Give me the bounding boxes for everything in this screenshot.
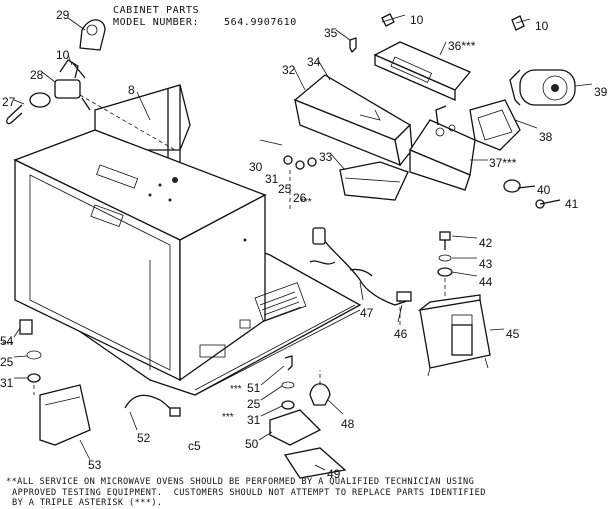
- footnote-line-2: APPROVED TESTING EQUIPMENT. CUSTOMERS SH…: [12, 488, 486, 498]
- part-label-p8: 8: [128, 83, 135, 97]
- part-label-p31b: 31: [0, 376, 14, 390]
- part-label-p37: 37***: [489, 156, 517, 170]
- wire-harness: [309, 227, 412, 325]
- part-label-p54: 54: [0, 334, 14, 348]
- model-number-value: 564.9907610: [224, 17, 297, 28]
- part-label-p40: 40: [537, 183, 551, 197]
- part-label-p51: 51: [247, 381, 261, 395]
- part-label-p36: 36***: [448, 39, 476, 53]
- screw-washer-set: [437, 231, 453, 300]
- asterisk-mark-a: ***: [300, 197, 312, 208]
- part-label-p53: 53: [88, 458, 102, 472]
- base-vent-grid: [259, 291, 302, 321]
- thermostat-part: [503, 179, 561, 209]
- part-label-p31c: 31: [247, 413, 261, 427]
- part-label-p29: 29: [56, 8, 70, 22]
- part-label-p26: 26: [293, 191, 307, 205]
- part-label-p31a: 31: [265, 172, 279, 186]
- part-label-p41: 41: [565, 197, 579, 211]
- air-duct-assembly: [259, 13, 531, 210]
- leader-lines: [13, 17, 593, 471]
- cabinet-body: [13, 84, 362, 396]
- part-label-p52: 52: [137, 431, 151, 445]
- part-label-p34: 34: [307, 55, 321, 69]
- part-label-p48: 48: [341, 417, 355, 431]
- part-label-p32: 32: [282, 63, 296, 77]
- transformer-unit: [417, 294, 491, 377]
- footnote-line-1: **ALL SERVICE ON MICROWAVE OVENS SHOULD …: [6, 477, 475, 487]
- part-label-p28: 28: [30, 68, 44, 82]
- asterisk-mark-c: ***: [222, 412, 234, 423]
- asterisk-mark-b: ***: [2, 340, 14, 351]
- part-label-p46: 46: [394, 327, 408, 341]
- part-label-p45: 45: [506, 327, 520, 341]
- part-label-p25b: 25: [0, 355, 14, 369]
- part-label-p47: 47: [360, 306, 374, 320]
- part-label-p38: 38: [539, 130, 553, 144]
- lower-bracket-group: [269, 355, 347, 479]
- thermal-fuse-bracket-assembly: [6, 19, 176, 151]
- part-label-p39: 39: [594, 85, 608, 99]
- part-label-p44: 44: [479, 275, 493, 289]
- diagram-title: CABINET PARTS: [113, 5, 200, 16]
- capacitor-block: [409, 105, 476, 191]
- part-label-p10a: 10: [56, 48, 70, 62]
- model-number-label: MODEL NUMBER:: [113, 17, 200, 28]
- part-label-p43: 43: [479, 257, 493, 271]
- high-voltage-capacitor-group: [19, 319, 181, 446]
- part-label-p50: 50: [245, 437, 259, 451]
- part-label-p33: 33: [319, 150, 333, 164]
- part-label-p25a: 25: [278, 182, 292, 196]
- asterisk-mark-d: ***: [230, 384, 242, 395]
- part-number-labels: 29102827835103436***10393238333031252637…: [0, 8, 608, 481]
- part-label-p42: 42: [479, 236, 493, 250]
- part-label-p49: 49: [327, 467, 341, 481]
- part-label-p10c: 10: [535, 19, 549, 33]
- footnote-line-3: BY A TRIPLE ASTERISK (***).: [12, 498, 163, 508]
- part-label-p27: 27: [2, 95, 16, 109]
- fan-motor-assembly: [469, 69, 576, 151]
- part-label-p35: 35: [324, 26, 338, 40]
- part-label-p10b: 10: [410, 13, 424, 27]
- part-label-p30: 30: [249, 160, 263, 174]
- part-label-p25c: 25: [247, 397, 261, 411]
- part-label-pc5: c5: [188, 439, 201, 453]
